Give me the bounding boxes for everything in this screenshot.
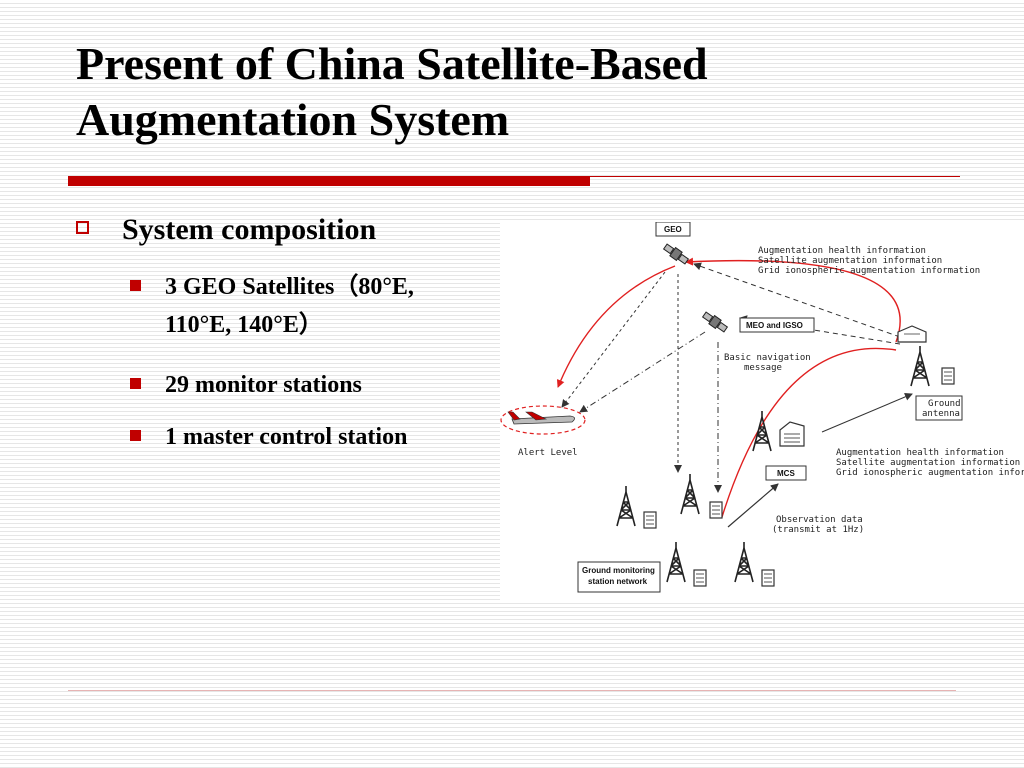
- title-underline-red: [68, 176, 590, 186]
- geo-label: GEO: [664, 225, 682, 234]
- bullet-heading: System composition: [76, 210, 376, 250]
- monitor-station-tower-icon: [680, 473, 700, 515]
- meo-satellite-icon: [701, 311, 729, 333]
- bullet-item-geo-line2: 110°E, 140°E）: [165, 312, 323, 338]
- bullet-item-mcs: 1 master control station: [130, 418, 407, 456]
- observation-data-arrow: [727, 483, 779, 528]
- gmsn-line2: station network: [588, 577, 648, 586]
- slide-title: Present of China Satellite-Based Augment…: [76, 36, 976, 148]
- mcs-to-ground-antenna-arrow: [821, 393, 913, 433]
- ground-antenna-line2: antenna: [922, 409, 960, 419]
- footer-divider: [68, 690, 956, 691]
- mcs-label: MCS: [777, 469, 795, 478]
- top-info-line1: Augmentation health information: [758, 246, 926, 256]
- bullet-item-geo: 3 GEO Satellites（80°E, 110°E, 140°E）: [130, 268, 414, 344]
- mcs-tower-icon: [752, 410, 772, 452]
- meo-label-box: [739, 317, 815, 333]
- mid-info-line3: Grid ionospheric augmentation informatio…: [836, 468, 1024, 478]
- filled-square-bullet-icon: [130, 280, 141, 291]
- monitor-station-hut-icon: [643, 511, 657, 529]
- basic-nav-line1: Basic navigation: [724, 353, 811, 363]
- sbas-architecture-diagram: GEO MEO and IGSO Augmentation health inf…: [500, 222, 1024, 602]
- mcs-to-ground-antenna-arc: [721, 347, 897, 518]
- mid-info-line2: Satellite augmentation information: [836, 458, 1020, 468]
- ground-antenna-line1: Ground: [928, 399, 961, 409]
- monitor-station-tower-icon: [666, 541, 686, 583]
- mcs-label-box: [765, 465, 807, 481]
- bullet-item-mcs-text: 1 master control station: [165, 424, 408, 450]
- ground-antenna-tower-icon: [910, 345, 930, 387]
- geo-to-aircraft-arrow: [561, 271, 666, 408]
- aircraft-icon: [507, 411, 575, 425]
- alert-level-ellipse: [500, 405, 586, 435]
- ground-antenna-dish-icon: [897, 325, 927, 343]
- title-underline-thin: [590, 176, 960, 177]
- monitor-station-hut-icon: [693, 569, 707, 587]
- gmsn-label-box: [577, 561, 661, 593]
- alert-level-label: Alert Level: [518, 448, 578, 458]
- meo-label: MEO and IGSO: [746, 321, 803, 330]
- monitor-station-tower-icon: [734, 541, 754, 583]
- geo-satellite-icon: [662, 243, 690, 265]
- basic-nav-line2: message: [744, 363, 782, 373]
- diagram-canvas: GEO MEO and IGSO Augmentation health inf…: [500, 222, 1024, 593]
- monitor-station-hut-icon: [761, 569, 775, 587]
- top-info-line3: Grid ionospheric augmentation informatio…: [758, 266, 980, 276]
- bullet-item-monitor-text: 29 monitor stations: [165, 372, 362, 398]
- observation-data-line1: Observation data: [776, 515, 863, 525]
- ground-antenna-label-box: [915, 395, 963, 421]
- observation-data-line2: (transmit at 1Hz): [772, 525, 864, 535]
- mcs-building-icon: [779, 421, 805, 447]
- ground-antenna-to-geo-arc: [685, 257, 901, 343]
- filled-square-bullet-icon: [130, 378, 141, 389]
- meo-to-aircraft-arrow: [579, 331, 706, 413]
- monitor-station-tower-icon: [616, 485, 636, 527]
- bullet-item-geo-line1: 3 GEO Satellites（80°E,: [165, 274, 414, 300]
- top-info-line2: Satellite augmentation information: [758, 256, 942, 266]
- slide-title-line2: Augmentation System: [76, 94, 510, 145]
- bullet-heading-text: System composition: [122, 213, 377, 246]
- geo-to-aircraft-arc: [556, 265, 676, 388]
- hollow-square-bullet-icon: [76, 221, 89, 234]
- geo-label-box: [655, 222, 691, 237]
- filled-square-bullet-icon: [130, 430, 141, 441]
- bullet-item-monitor: 29 monitor stations: [130, 366, 362, 404]
- ground-antenna-hut-icon: [941, 367, 955, 385]
- monitor-station-hut-icon: [709, 501, 723, 519]
- ground-antenna-to-geo-dashed: [693, 262, 901, 338]
- slide-title-line1: Present of China Satellite-Based: [76, 38, 708, 89]
- mid-info-line1: Augmentation health information: [836, 448, 1004, 458]
- gmsn-line1: Ground monitoring: [582, 566, 655, 575]
